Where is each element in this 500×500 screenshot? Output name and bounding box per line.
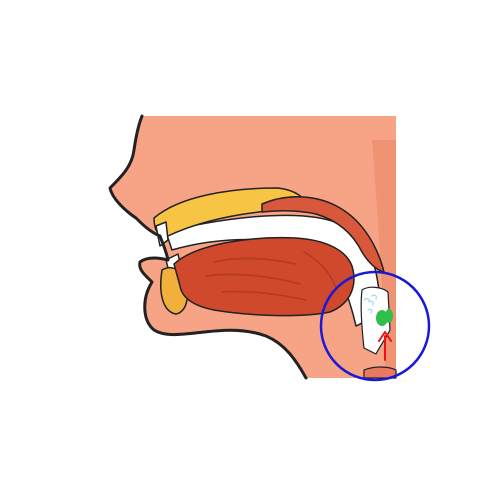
- face-outline: [108, 114, 308, 380]
- tongue-shading: [205, 251, 337, 301]
- arrow-head: [378, 331, 392, 342]
- highlight-circle: [319, 270, 431, 382]
- air-puffs: [363, 294, 377, 314]
- larynx-space: [360, 286, 391, 355]
- vocal-fold-left: [376, 310, 388, 326]
- upper-tooth: [155, 221, 169, 247]
- airflow-arrow: [378, 331, 392, 361]
- vocal-fold-right: [385, 309, 393, 323]
- soft-palate: [261, 196, 385, 273]
